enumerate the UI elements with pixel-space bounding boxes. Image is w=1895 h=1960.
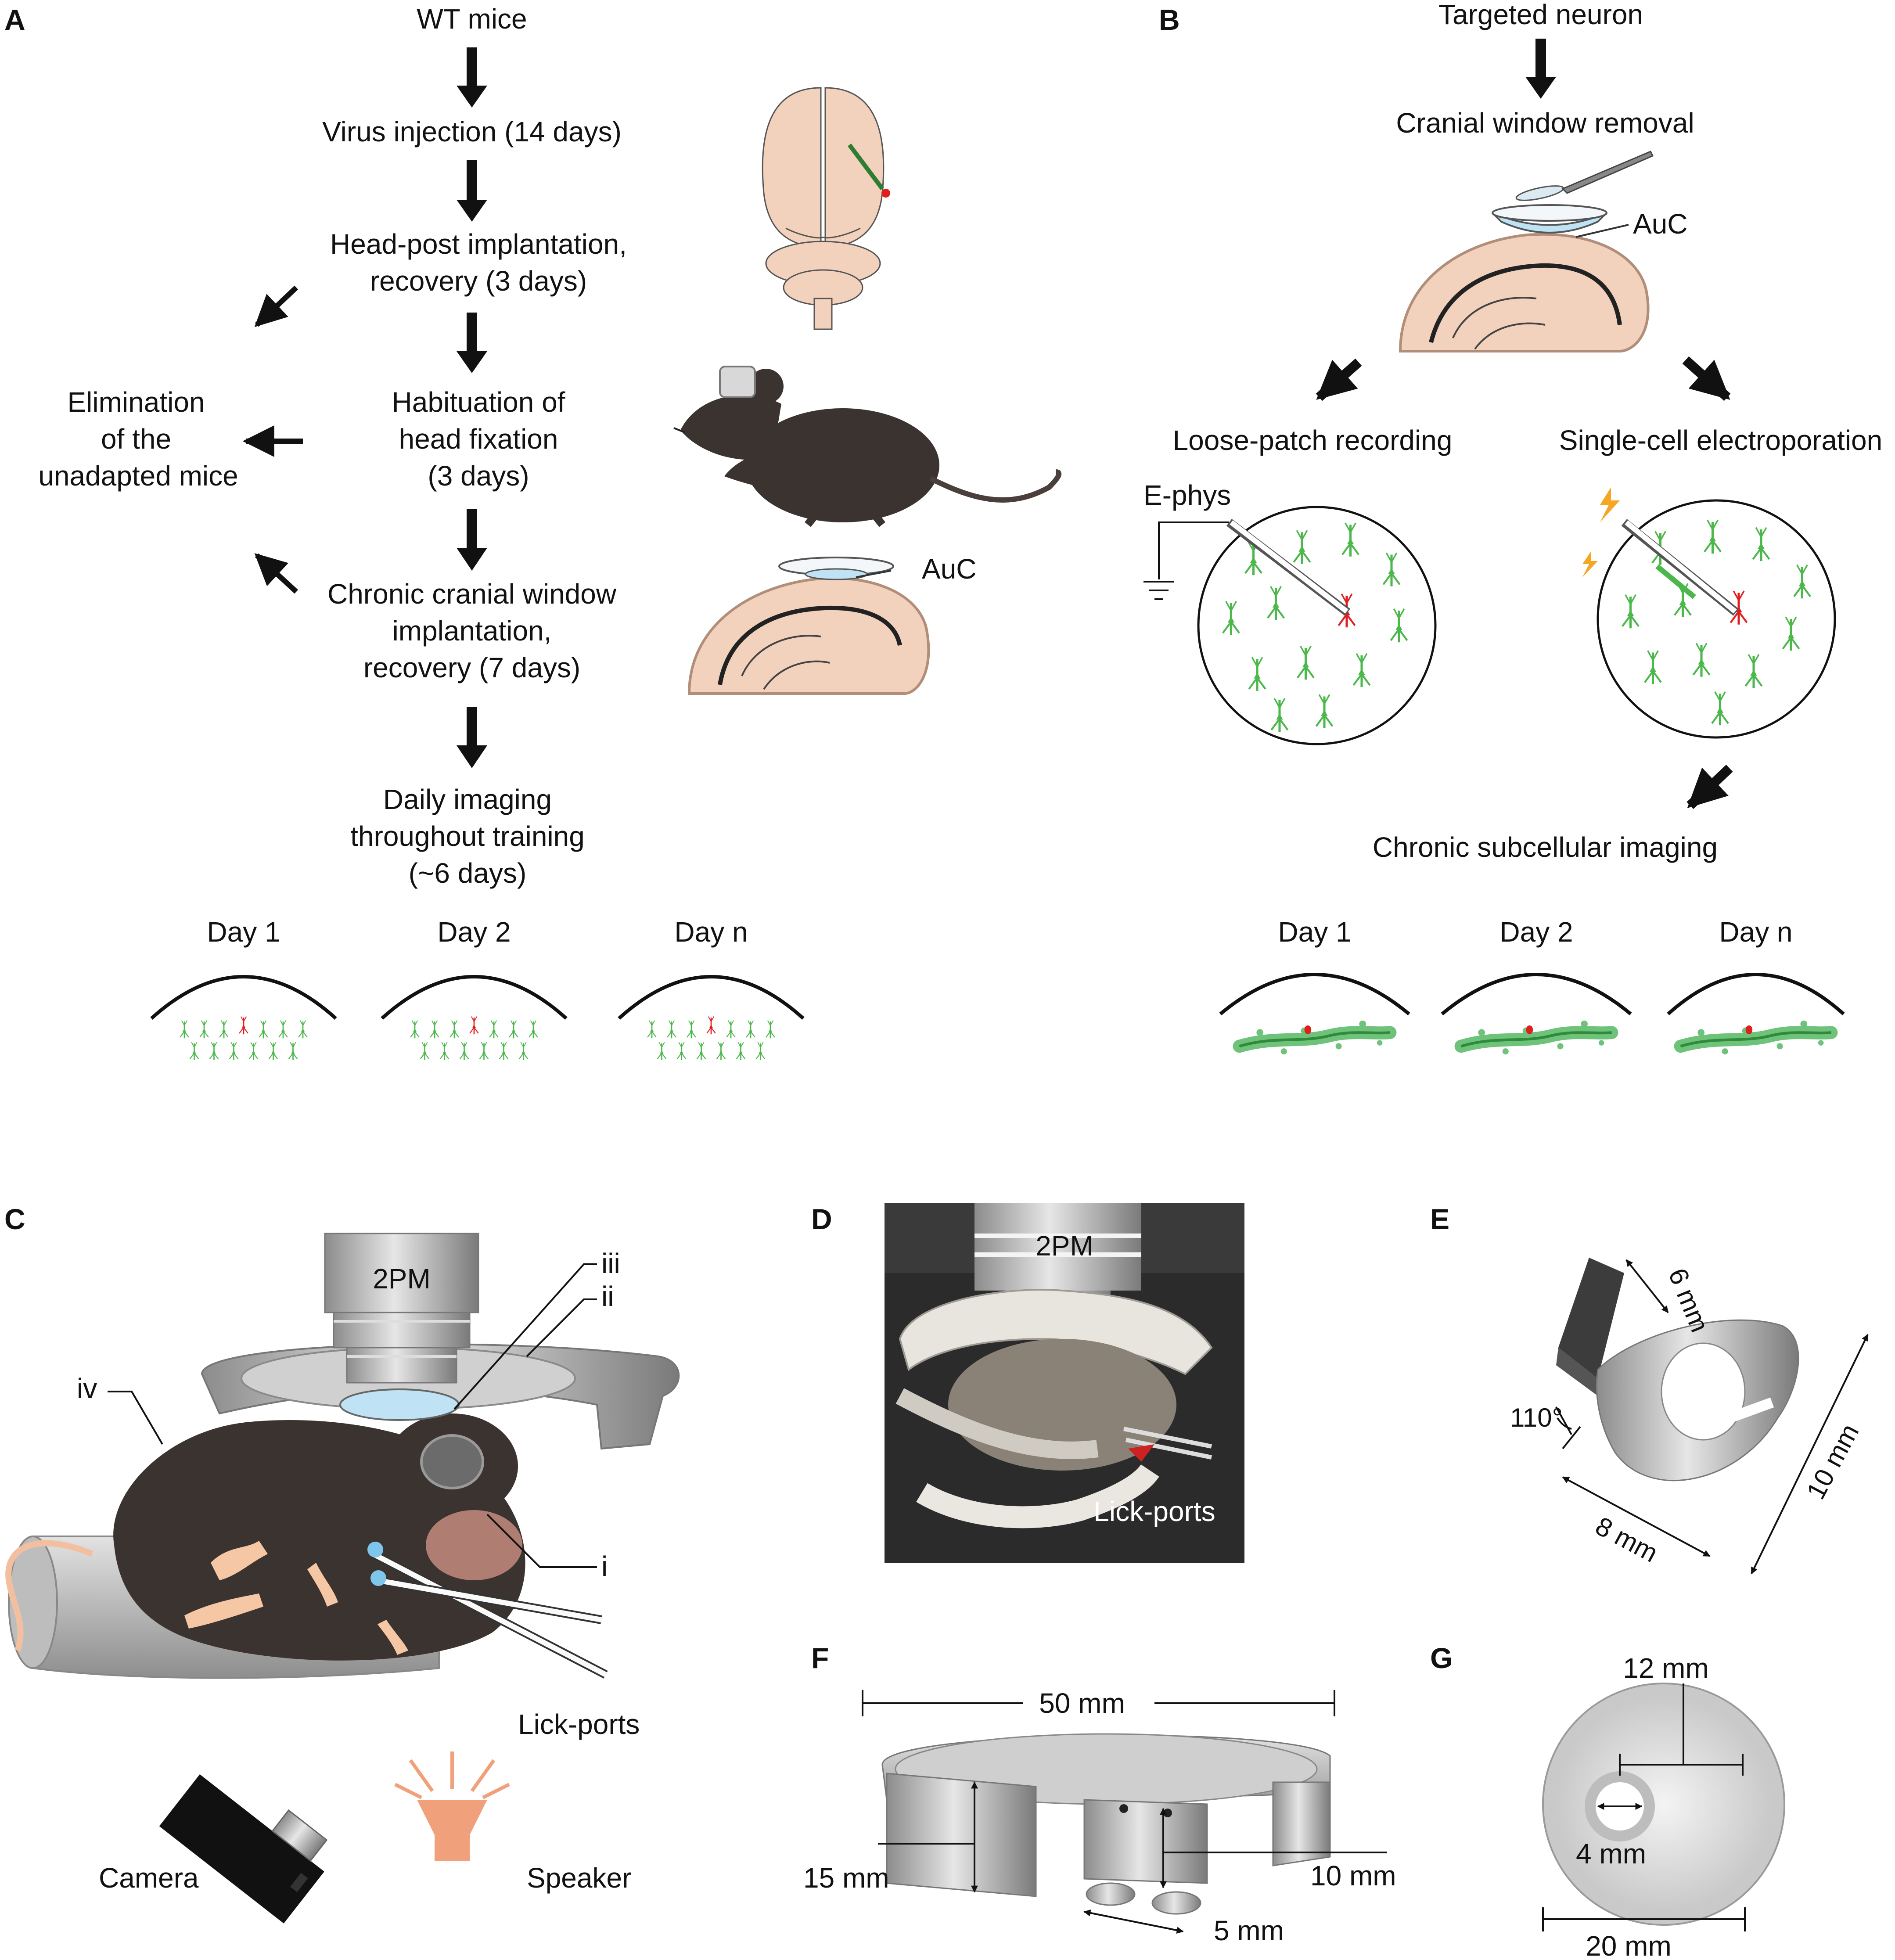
e-head-post: 6 mm 110° 8 mm 10 mm — [1510, 1258, 1869, 1575]
b-day-label-n: Day n — [1719, 916, 1792, 948]
panel-label-f: F — [811, 1642, 829, 1674]
e-angle-110: 110° — [1510, 1403, 1563, 1432]
b-chronic-imaging: Chronic subcellular imaging — [1373, 831, 1718, 863]
e-dim-8mm: 8 mm — [1591, 1511, 1663, 1568]
b-single-cell: Single-cell electroporation — [1559, 424, 1882, 456]
a-arrow-3 — [457, 313, 487, 373]
b-day-label-1: Day 1 — [1278, 916, 1351, 948]
panel-b-flow: Targeted neuron Cranial window removal L… — [1173, 0, 1883, 863]
a-step-habituation-line3: (3 days) — [428, 460, 529, 492]
c-objective-label: 2PM — [373, 1263, 431, 1295]
a-day-arcs: Day 1 Day 2 Day n — [150, 916, 805, 1061]
a-step-virus-injection: Virus injection (14 days) — [322, 116, 622, 147]
b-loose-patch-circle: E-phys — [1143, 479, 1437, 745]
g-dim-20mm: 20 mm — [1586, 1930, 1672, 1960]
panel-label-d: D — [811, 1203, 832, 1235]
a-elimination-line3: unadapted mice — [38, 460, 238, 492]
a-step-habituation-line1: Habituation of — [392, 386, 565, 418]
a-elimination-line2: of the — [101, 423, 171, 455]
panel-label-a: A — [4, 4, 25, 36]
b-electroporation-circle — [1582, 487, 1836, 739]
a-step-imaging-line1: Daily imaging — [383, 784, 552, 815]
a-arrow-5 — [457, 707, 487, 768]
c-label-iii: iii — [601, 1248, 620, 1279]
a-step-imaging-line3: (~6 days) — [409, 857, 527, 889]
b-day-label-2: Day 2 — [1499, 916, 1573, 948]
a-step-window-line1: Chronic cranial window — [327, 578, 617, 610]
a-step-wt-mice: WT mice — [417, 3, 527, 35]
a-step-window-line2: implantation, — [392, 615, 552, 647]
a-step-head-post-line2: recovery (3 days) — [370, 265, 587, 297]
f-dim-50mm: 50 mm — [1039, 1687, 1125, 1719]
d-lick-ports-label: Lick-ports — [1093, 1496, 1215, 1527]
a-step-habituation-line2: head fixation — [399, 423, 558, 455]
c-rig-illustration: 2PM iii ii iv i Lick-ports Camera Speake… — [5, 1233, 680, 1924]
e-dim-6mm: 6 mm — [1663, 1264, 1715, 1336]
a-day-label-2: Day 2 — [437, 916, 511, 948]
a-day-label-1: Day 1 — [207, 916, 280, 948]
b-arrow-1 — [1525, 39, 1556, 99]
c-label-i: i — [601, 1550, 608, 1582]
b-diagonal-arrows — [1316, 356, 1733, 809]
b-day-arcs: Day 1 Day 2 Day n — [1219, 916, 1845, 1054]
d-photo: 2PM Lick-ports — [885, 1203, 1244, 1563]
e-dim-10mm: 10 mm — [1801, 1419, 1864, 1504]
a-arrow-2 — [457, 160, 487, 222]
panel-label-b: B — [1159, 4, 1180, 36]
b-step-window-removal: Cranial window removal — [1396, 107, 1694, 139]
b-ephys-label: E-phys — [1143, 479, 1231, 511]
a-arrow-1 — [457, 47, 487, 108]
panel-label-c: C — [4, 1203, 25, 1235]
a-step-window-line3: recovery (7 days) — [363, 652, 580, 683]
a-step-head-post-line1: Head-post implantation, — [330, 228, 627, 260]
b-loose-patch: Loose-patch recording — [1173, 424, 1453, 456]
c-label-iv: iv — [77, 1373, 97, 1404]
panel-label-e: E — [1430, 1203, 1449, 1235]
c-label-ii: ii — [601, 1280, 614, 1312]
c-speaker-label: Speaker — [527, 1862, 631, 1894]
a-step-imaging-line2: throughout training — [350, 820, 585, 852]
b-cortex-window-removal: AuC — [1399, 151, 1688, 352]
c-lick-ports-label: Lick-ports — [518, 1708, 640, 1740]
a-mouse-illustration — [673, 366, 1062, 527]
a-arrow-4 — [457, 509, 487, 571]
g-dim-12mm: 12 mm — [1623, 1652, 1709, 1684]
panel-a-flow: WT mice Virus injection (14 days) Head-p… — [38, 3, 627, 889]
a-elimination-line1: Elimination — [67, 386, 205, 418]
g-dim-4mm: 4 mm — [1576, 1838, 1646, 1870]
f-dim-5mm: 5 mm — [1214, 1915, 1284, 1946]
a-day-label-n: Day n — [674, 916, 748, 948]
g-window-ring: 12 mm 4 mm 20 mm — [1542, 1652, 1785, 1960]
a-cortex-with-window: AuC — [687, 553, 977, 695]
f-head-plate: 50 mm 15 mm 10 mm 5 mm — [803, 1687, 1396, 1946]
f-dim-15mm: 15 mm — [803, 1862, 889, 1894]
f-dim-10mm: 10 mm — [1310, 1860, 1396, 1892]
panel-label-g: G — [1430, 1642, 1453, 1674]
d-objective-label: 2PM — [1036, 1230, 1093, 1262]
c-camera-label: Camera — [99, 1862, 199, 1894]
a-elimination-arrows — [242, 285, 303, 594]
b-step-targeted-neuron: Targeted neuron — [1438, 0, 1643, 30]
a-brain-top-view — [762, 87, 890, 330]
b-auc-label: AuC — [1633, 208, 1688, 240]
a-auc-label: AuC — [922, 553, 977, 585]
